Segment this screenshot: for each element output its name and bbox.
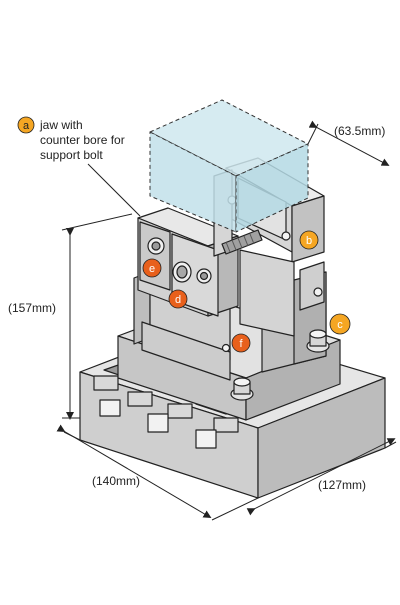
callout-d-badge <box>168 289 188 309</box>
callout-c-badge <box>329 313 351 335</box>
callout-f-badge <box>231 333 251 353</box>
callout-a-letter: a <box>23 120 30 132</box>
callout-e-letter: e <box>149 263 155 275</box>
width-dimension-label: (140mm) <box>92 474 140 488</box>
callout-f: f <box>231 333 251 353</box>
height-dimension-label: (157mm) <box>8 301 56 315</box>
callout-a-line-3: support bolt <box>40 148 103 162</box>
depth-dimension-label: (127mm) <box>318 478 366 492</box>
callout-c-letter: c <box>337 319 343 331</box>
workpiece <box>149 99 309 233</box>
callout-a: a jaw with counter bore for support bolt <box>17 116 125 162</box>
callout-c: c <box>329 313 351 335</box>
callout-f-letter: f <box>239 338 243 350</box>
callout-b-badge <box>299 230 319 250</box>
dimension-lines <box>56 120 397 521</box>
workpiece-dimension-label: (63.5mm) <box>334 124 385 138</box>
callout-b-letter: b <box>306 235 312 247</box>
callout-d-letter: d <box>175 294 181 306</box>
callout-a-badge <box>17 116 35 134</box>
callout-d: d <box>168 289 188 309</box>
callout-e-badge <box>142 258 162 278</box>
callout-b: b <box>299 230 319 250</box>
callout-a-line-2: counter bore for <box>40 133 125 147</box>
callout-e: e <box>142 258 162 278</box>
callout-a-line-1: jaw with <box>39 118 83 132</box>
